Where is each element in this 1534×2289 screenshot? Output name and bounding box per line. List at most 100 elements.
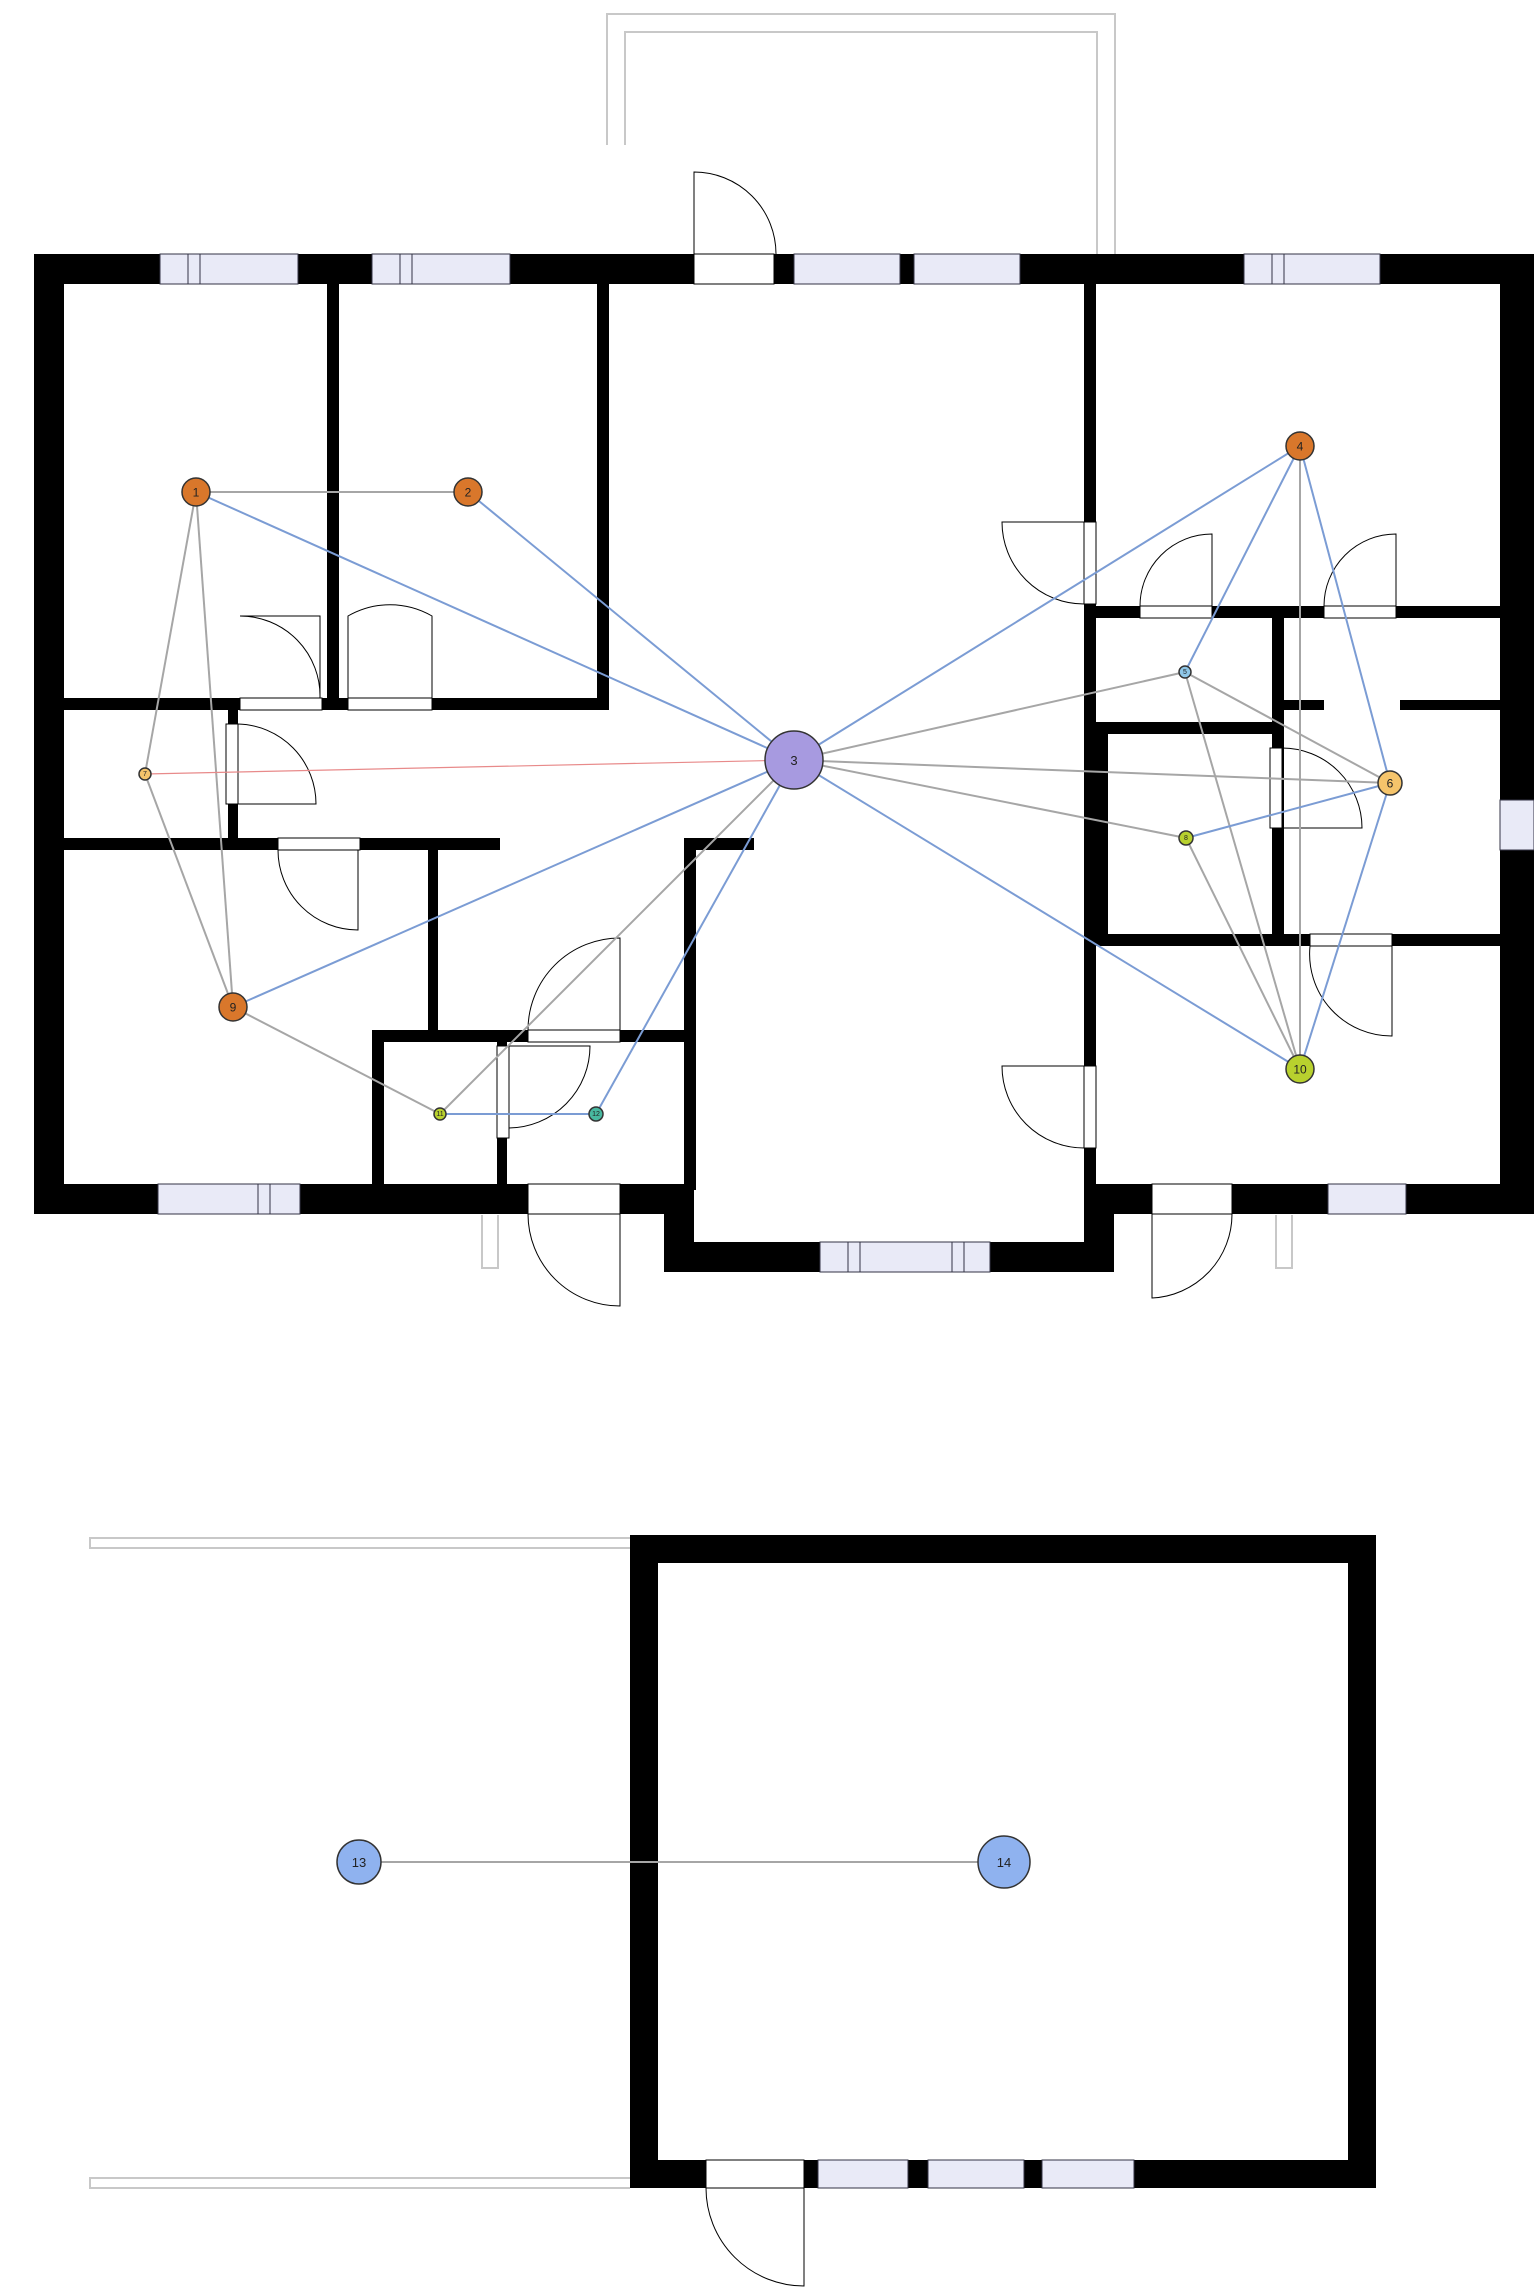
node-circle-5 [1178, 665, 1192, 679]
door-bed3 [277, 837, 361, 931]
node-circle-14 [977, 1835, 1031, 1889]
wall-wc2-west [1096, 734, 1108, 944]
entry-step-left-outline [481, 1215, 499, 1269]
edge-5-6 [1184, 671, 1391, 784]
north-balcony-outline [606, 13, 1116, 255]
wall-bedrooms-south [64, 698, 609, 710]
edge-3-11 [439, 759, 795, 1115]
node-label-9: 9 [230, 1001, 237, 1015]
edge-4-6 [1299, 445, 1391, 784]
node-10[interactable]: 10 [1285, 1054, 1315, 1084]
garage-door [705, 2159, 805, 2287]
window-east [1499, 799, 1534, 851]
node-3[interactable]: 3 [764, 730, 824, 790]
node-label-5: 5 [1183, 669, 1187, 676]
window-north-5 [1243, 253, 1381, 285]
edge-2-3 [467, 491, 795, 761]
node-label-13: 13 [352, 1855, 366, 1870]
node-label-11: 11 [436, 1111, 443, 1118]
node-label-7: 7 [143, 771, 147, 778]
entry-step-right-outline [1275, 1215, 1293, 1269]
node-14[interactable]: 14 [977, 1835, 1031, 1889]
door-south-entry [527, 1183, 621, 1307]
node-label-1: 1 [193, 486, 200, 500]
node-label-8: 8 [1184, 835, 1188, 842]
edge-6-10 [1299, 782, 1391, 1070]
node-1[interactable]: 1 [181, 477, 211, 507]
door-utility [527, 937, 621, 1043]
wall-bath-west [372, 1030, 384, 1190]
wall-bed2-east [597, 284, 609, 704]
garage-wall-north [630, 1535, 1376, 1563]
wall-living-west-top [684, 838, 754, 850]
node-9[interactable]: 9 [218, 992, 248, 1022]
edge-3-4 [793, 445, 1301, 761]
garage-window-1 [817, 2159, 909, 2189]
outer-wall-east [1500, 254, 1534, 1214]
wall-wc-south [1096, 722, 1272, 734]
windows [157, 253, 1534, 2189]
wall-living-west [684, 838, 696, 1190]
window-north-3 [793, 253, 901, 285]
node-11[interactable]: 11 [433, 1107, 447, 1121]
node-label-10: 10 [1293, 1063, 1307, 1077]
edge-1-7 [144, 491, 197, 775]
node-2[interactable]: 2 [453, 477, 483, 507]
wall-east-rooms-south [1096, 934, 1500, 946]
node-circle-2 [453, 477, 483, 507]
window-south-2 [819, 1241, 991, 1273]
node-label-2: 2 [465, 486, 472, 500]
edge-3-5 [793, 671, 1186, 761]
node-circle-11 [433, 1107, 447, 1121]
edge-3-7 [144, 759, 795, 775]
node-label-12: 12 [592, 1111, 600, 1118]
window-north-2 [371, 253, 511, 285]
window-north-1 [159, 253, 299, 285]
node-circle-8 [1178, 830, 1194, 846]
living-step-left [664, 1184, 694, 1272]
edge-1-9 [195, 491, 234, 1008]
node-label-4: 4 [1297, 440, 1304, 454]
edge-9-11 [232, 1006, 441, 1115]
terrace-outlines [89, 13, 1293, 2189]
node-5[interactable]: 5 [1178, 665, 1192, 679]
wall-east-stub-2 [1400, 700, 1500, 710]
wall-utility-east [428, 840, 438, 1035]
node-4[interactable]: 4 [1285, 431, 1315, 461]
node-label-6: 6 [1387, 777, 1394, 791]
door-bed5 [1309, 933, 1393, 1037]
node-label-14: 14 [997, 1855, 1011, 1870]
edge-6-8 [1185, 782, 1391, 839]
window-north-4 [913, 253, 1021, 285]
doors [225, 171, 1397, 2287]
door-south-east-entry [1151, 1183, 1233, 1299]
node-circle-4 [1285, 431, 1315, 461]
node-6[interactable]: 6 [1377, 770, 1403, 796]
node-circle-1 [181, 477, 211, 507]
door-bed2 [347, 604, 433, 711]
edge-7-9 [144, 773, 234, 1008]
node-13[interactable]: 13 [336, 1839, 382, 1885]
node-circle-10 [1285, 1054, 1315, 1084]
door-wc1 [1139, 533, 1213, 619]
node-circle-3 [764, 730, 824, 790]
node-circle-13 [336, 1839, 382, 1885]
window-south-3 [1327, 1183, 1407, 1215]
node-circle-9 [218, 992, 248, 1022]
door-bed4 [1323, 533, 1397, 619]
node-12[interactable]: 12 [588, 1106, 604, 1122]
door-living-east-1 [1001, 521, 1097, 605]
edge-3-12 [595, 759, 795, 1115]
edge-3-10 [793, 759, 1301, 1070]
node-8[interactable]: 8 [1178, 830, 1194, 846]
garage-wall-east [1348, 1535, 1376, 2188]
wall-bed1-bed2 [327, 284, 339, 704]
door-living-east-2 [1001, 1065, 1097, 1149]
node-7[interactable]: 7 [138, 767, 152, 781]
outer-wall-west [34, 254, 64, 1214]
node-circle-12 [588, 1106, 604, 1122]
garage-window-2 [927, 2159, 1025, 2189]
window-south-1 [157, 1183, 301, 1215]
